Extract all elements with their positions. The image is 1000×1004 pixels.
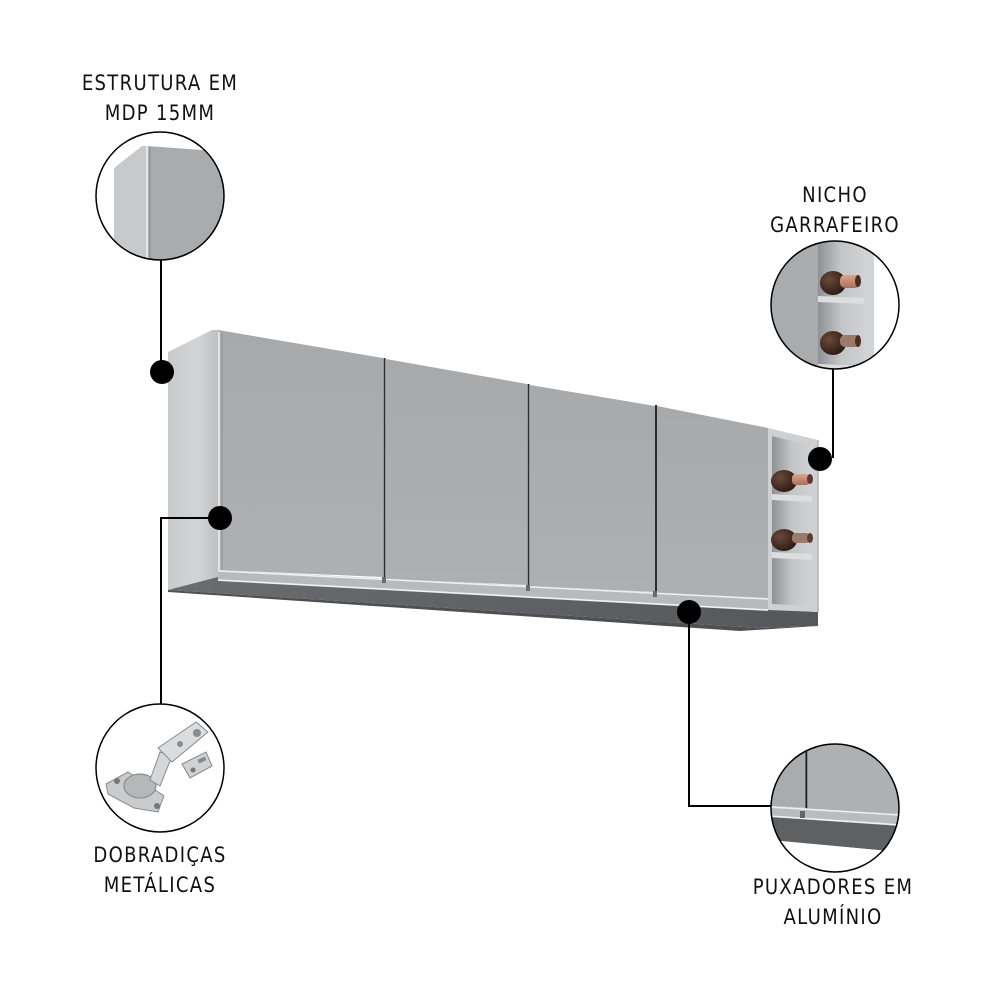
wine-bottle-1	[771, 470, 813, 492]
mdp-corner-detail-icon	[95, 131, 225, 261]
callout-label-line-1: NICHO	[802, 183, 868, 207]
callout-dot-dobradicas	[208, 506, 232, 530]
cabinet-door-1	[218, 330, 383, 577]
callout-dot-estrutura	[150, 360, 174, 384]
cabinet-door-2	[386, 359, 527, 585]
cabinet-bottom-panel	[168, 577, 818, 628]
callout-label-line-2: MDP 15MM	[104, 101, 216, 125]
callout-label-line-1: PUXADORES EM	[752, 875, 914, 899]
callout-label-estrutura: ESTRUTURA EM MDP 15MM	[57, 68, 263, 128]
wine-niche	[768, 428, 819, 612]
wall-cabinet	[168, 330, 819, 631]
aluminum-handle-detail-icon	[770, 743, 900, 873]
callout-lines	[160, 260, 834, 807]
callout-label-dobradicas: DOBRADIÇAS METÁLICAS	[57, 840, 263, 900]
callout-dot-puxadores	[677, 600, 701, 624]
callout-label-line-2: GARRAFEIRO	[770, 213, 900, 237]
cabinet-side-panel	[168, 330, 218, 590]
callout-dot-nicho	[808, 447, 832, 471]
callout-label-puxadores: PUXADORES EM ALUMÍNIO	[730, 872, 936, 932]
cabinet-door-4	[657, 406, 768, 598]
cabinet-door-3	[530, 385, 655, 592]
metal-hinge-icon	[95, 703, 225, 833]
callout-label-line-2: METÁLICAS	[103, 873, 217, 897]
callout-label-line-2: ALUMÍNIO	[783, 905, 883, 929]
callout-label-line-1: ESTRUTURA EM	[81, 71, 239, 95]
callout-label-line-1: DOBRADIÇAS	[93, 843, 227, 867]
aluminum-handle-strip	[217, 570, 769, 611]
wine-bottle-2	[771, 529, 813, 551]
callout-label-nicho: NICHO GARRAFEIRO	[732, 180, 938, 240]
wine-niche-detail-icon	[770, 240, 900, 370]
